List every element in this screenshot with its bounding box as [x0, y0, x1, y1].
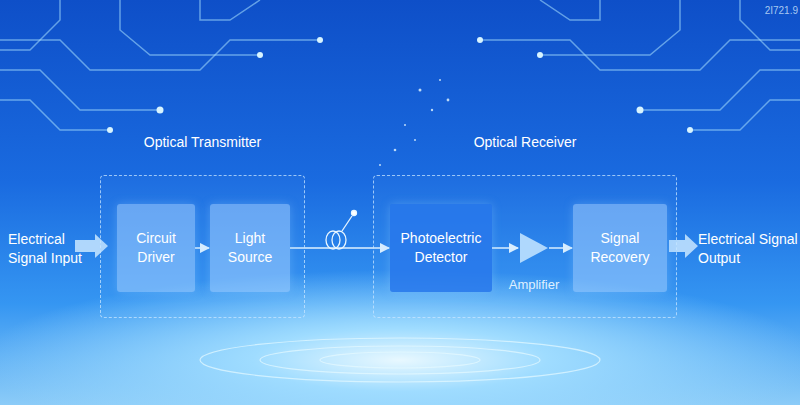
process-box: Photoelectric Detector — [390, 204, 492, 292]
process-box: Signal Recovery — [573, 204, 667, 292]
circuit-traces — [0, 0, 800, 130]
amplifier-triangle: Amplifier — [519, 232, 549, 264]
node-label: Signal Recovery — [579, 229, 661, 267]
group-box: Optical ReceiverPhotoelectric DetectorAm… — [373, 175, 677, 318]
watermark: 2I721.9 — [742, 4, 798, 18]
circuit-nodes — [107, 37, 693, 133]
node-label: Amplifier — [509, 276, 560, 294]
group-heading: Optical Transmitter — [144, 133, 261, 152]
fiber-coil — [326, 211, 357, 250]
signal-label: Electrical Signal Input — [8, 230, 88, 268]
node-label: Circuit Driver — [123, 229, 189, 267]
sparkles — [379, 79, 449, 166]
node-label: Light Source — [216, 229, 284, 267]
group-box: Optical TransmitterCircuit DriverLight S… — [100, 175, 305, 318]
node-label: Photoelectric Detector — [396, 229, 486, 267]
process-box: Light Source — [210, 204, 290, 292]
process-box: Circuit Driver — [117, 204, 195, 292]
group-heading: Optical Receiver — [474, 133, 577, 152]
triangle-outline — [519, 232, 549, 264]
glow-rings — [200, 338, 600, 382]
signal-label: Electrical Signal Output — [698, 230, 798, 268]
